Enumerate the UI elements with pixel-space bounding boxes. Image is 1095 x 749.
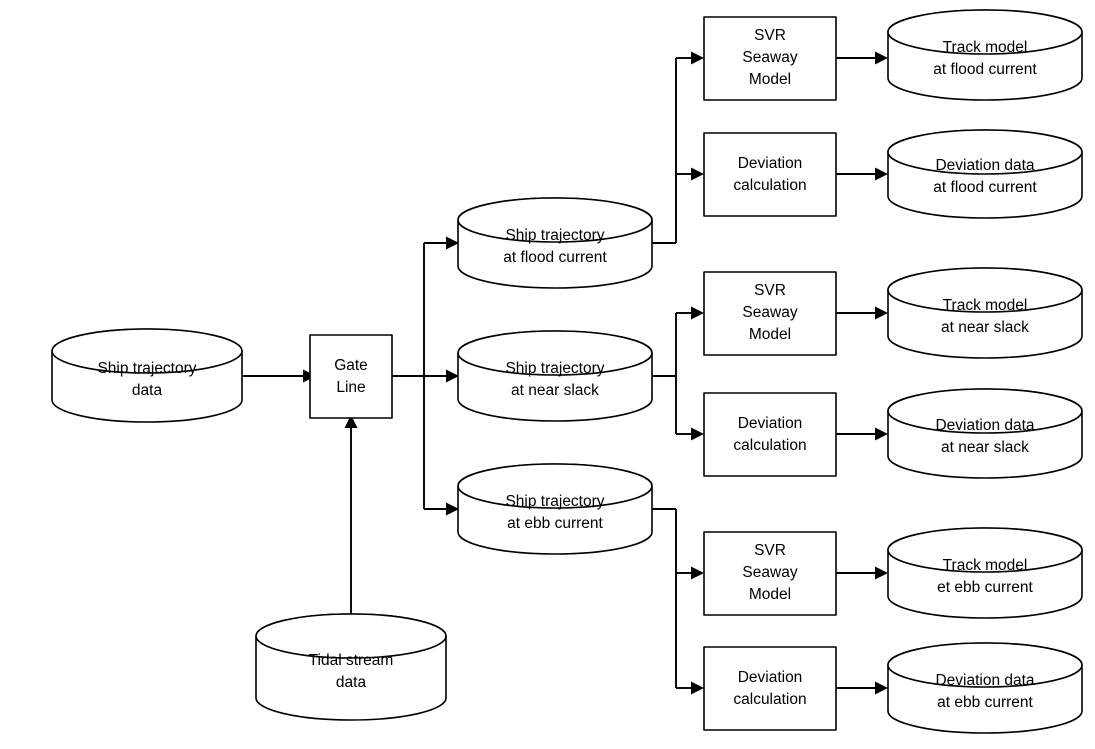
node-label-line1: SVR	[754, 542, 786, 559]
node-label-line1: Ship trajectory	[505, 360, 604, 377]
node-label-line2: at ebb current	[507, 515, 603, 532]
node-label-line1: Ship trajectory	[505, 493, 604, 510]
arrowhead-icon	[875, 167, 888, 181]
node-label-line1: Gate	[334, 357, 368, 374]
cylinder-top-icon	[457, 197, 653, 243]
arrowhead-icon	[691, 306, 704, 320]
node-dev-calc-near-slack[interactable]: Deviation calculation	[703, 392, 837, 477]
arrowhead-icon	[446, 502, 459, 516]
node-svr-ebb[interactable]: SVR Seaway Model	[703, 531, 837, 616]
node-label-line3: Model	[749, 586, 791, 603]
node-label-line2: calculation	[733, 691, 806, 708]
edge-traj-ebb-to-processes	[652, 508, 704, 695]
node-label-line1: Deviation data	[935, 672, 1034, 689]
node-traj-ebb[interactable]: Ship trajectory at ebb current	[457, 463, 653, 555]
node-label-line1: Deviation data	[935, 157, 1034, 174]
edge-ship-trajectory-data-to-gate-line	[242, 369, 316, 383]
node-gate-line[interactable]: Gate Line	[309, 334, 393, 419]
node-label-line1: Tidal stream	[309, 652, 394, 669]
arrowhead-icon	[691, 51, 704, 65]
node-label-line2: Seaway	[742, 564, 797, 581]
node-tidal-stream-data[interactable]: Tidal stream data	[255, 613, 447, 721]
arrowhead-icon	[446, 369, 459, 383]
cylinder-top-icon	[887, 527, 1083, 573]
node-label-line2: calculation	[733, 177, 806, 194]
node-label-line2: at flood current	[933, 179, 1037, 196]
arrowhead-icon	[875, 427, 888, 441]
arrowhead-icon	[446, 236, 459, 250]
node-label-line1: Ship trajectory	[505, 227, 604, 244]
node-label-line2: Line	[336, 379, 365, 396]
cylinder-top-icon	[255, 613, 447, 659]
node-label-line3: Model	[749, 326, 791, 343]
node-deviation-data-ebb[interactable]: Deviation data at ebb current	[887, 642, 1083, 734]
edge-svr-near-slack-to-track-model-near-slack	[836, 306, 888, 320]
node-traj-flood[interactable]: Ship trajectory at flood current	[457, 197, 653, 289]
node-label-line1: Track model	[943, 557, 1028, 574]
node-label-line2: at near slack	[511, 382, 599, 399]
cylinder-top-icon	[887, 267, 1083, 313]
node-label-line2: et ebb current	[937, 579, 1033, 596]
edge-traj-flood-to-processes	[652, 51, 704, 244]
node-svr-near-slack[interactable]: SVR Seaway Model	[703, 271, 837, 356]
node-dev-calc-ebb[interactable]: Deviation calculation	[703, 646, 837, 731]
node-label-line1: Ship trajectory	[97, 360, 196, 377]
edge-svr-ebb-to-track-model-ebb	[836, 566, 888, 580]
edge-dev-calc-ebb-to-deviation-data-ebb	[836, 681, 888, 695]
cylinder-top-icon	[887, 129, 1083, 175]
node-track-model-near-slack[interactable]: Track model at near slack	[887, 267, 1083, 359]
node-label-line1: Deviation	[738, 415, 803, 432]
node-dev-calc-flood[interactable]: Deviation calculation	[703, 132, 837, 217]
node-label-line1: SVR	[754, 282, 786, 299]
arrowhead-icon	[344, 415, 358, 428]
node-label-line2: at flood current	[933, 61, 1037, 78]
node-label-line2: Seaway	[742, 304, 797, 321]
arrowhead-icon	[875, 306, 888, 320]
node-deviation-data-flood[interactable]: Deviation data at flood current	[887, 129, 1083, 219]
edge-traj-near-slack-to-processes	[652, 306, 704, 441]
node-label-line2: data	[132, 382, 163, 399]
edge-dev-calc-near-slack-to-deviation-data-near-slack	[836, 427, 888, 441]
node-label-line2: Seaway	[742, 49, 797, 66]
node-label-line2: at flood current	[503, 249, 607, 266]
node-ship-trajectory-data[interactable]: Ship trajectory data	[51, 328, 243, 423]
cylinder-top-icon	[887, 9, 1083, 55]
node-label-line2: at ebb current	[937, 694, 1033, 711]
edge-svr-flood-to-track-model-flood	[836, 51, 888, 65]
node-track-model-ebb[interactable]: Track model et ebb current	[887, 527, 1083, 619]
node-label-line2: at near slack	[941, 319, 1029, 336]
arrowhead-icon	[691, 681, 704, 695]
arrowhead-icon	[691, 427, 704, 441]
node-track-model-flood[interactable]: Track model at flood current	[887, 9, 1083, 101]
arrowhead-icon	[875, 681, 888, 695]
node-traj-near-slack[interactable]: Ship trajectory at near slack	[457, 330, 653, 422]
node-label-line1: Track model	[943, 297, 1028, 314]
node-label-line2: data	[336, 674, 367, 691]
node-label-line1: Deviation data	[935, 417, 1034, 434]
node-label-line1: Deviation	[738, 669, 803, 686]
arrowhead-icon	[875, 51, 888, 65]
cylinder-top-icon	[457, 463, 653, 509]
node-label-line3: Model	[749, 71, 791, 88]
node-svr-flood[interactable]: SVR Seaway Model	[703, 16, 837, 101]
node-label-line2: calculation	[733, 437, 806, 454]
cylinder-top-icon	[887, 388, 1083, 434]
node-label-line2: at near slack	[941, 439, 1029, 456]
node-label-line1: Track model	[943, 39, 1028, 56]
arrowhead-icon	[691, 566, 704, 580]
cylinder-top-icon	[887, 642, 1083, 688]
cylinder-top-icon	[51, 328, 243, 374]
cylinder-top-icon	[457, 330, 653, 376]
edge-gate-line-to-trajectories	[392, 236, 459, 516]
edge-dev-calc-flood-to-deviation-data-flood	[836, 167, 888, 181]
arrowhead-icon	[691, 167, 704, 181]
arrowhead-icon	[875, 566, 888, 580]
edge-tidal-stream-data-to-gate-line	[344, 415, 358, 636]
node-label-line1: Deviation	[738, 155, 803, 172]
node-deviation-data-near-slack[interactable]: Deviation data at near slack	[887, 388, 1083, 479]
node-label-line1: SVR	[754, 27, 786, 44]
